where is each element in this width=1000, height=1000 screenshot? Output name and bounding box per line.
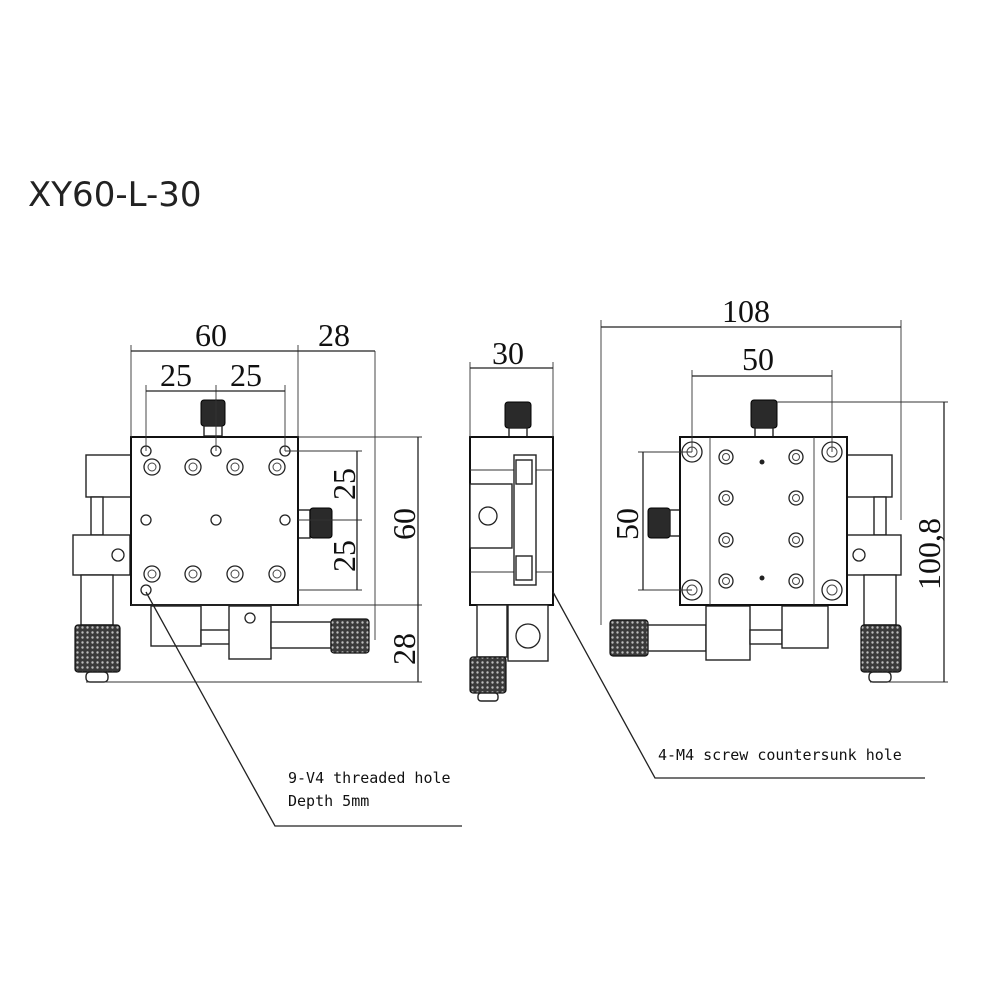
back-overall-height-dimension: 100,8 [911, 518, 947, 590]
back-left-micrometer-sleeve [647, 624, 707, 652]
bottom-spindle-stem [200, 629, 232, 645]
threaded-hole-note-line2: Depth 5mm [288, 792, 369, 810]
left-micrometer-lock-screw [111, 548, 125, 562]
side-micrometer-end-cap [477, 692, 499, 702]
top-lock-knob [200, 399, 226, 427]
bottom-micrometer-thimble [330, 618, 370, 654]
back-right-micrometer-end-cap [868, 671, 892, 683]
side-thickness-dimension: 30 [492, 335, 524, 371]
threaded-hole-leader [145, 591, 462, 827]
bottom-micrometer-sleeve [270, 621, 332, 649]
back-right-micrometer-sleeve [863, 574, 897, 626]
countersunk-hole-note: 4-M4 screw countersunk hole [658, 746, 902, 764]
side-rail-clamp-upper [515, 459, 533, 485]
threaded-hole-note-line1: 9-V4 threaded hole [288, 769, 451, 787]
back-overall-width-dimension: 108 [722, 293, 770, 329]
front-width-dimension: 60 [195, 317, 227, 353]
left-micrometer-sleeve [80, 574, 114, 626]
back-side-lock-knob [647, 507, 671, 539]
side-knob-collar [508, 427, 528, 438]
back-view: 108 50 50 100,8 [600, 293, 948, 683]
top-knob-collar [203, 425, 223, 437]
side-lower-port [515, 623, 541, 649]
back-side-knob-collar [669, 509, 681, 537]
back-top-knob-collar [754, 427, 774, 438]
countersunk-hole-leader [552, 591, 925, 779]
front-hole-left-dimension: 25 [160, 357, 192, 393]
back-left-mount-block [781, 605, 829, 649]
front-hole-right-dimension: 25 [230, 357, 262, 393]
drawing-title: XY60-L-30 [28, 175, 201, 215]
side-rail-block [513, 454, 537, 586]
back-right-micrometer-thimble [860, 624, 902, 673]
back-hole-span-dimension: 50 [742, 341, 774, 377]
mounting-hole [140, 514, 152, 526]
side-lower-stem [476, 604, 508, 658]
front-bottom-dimension: 28 [386, 633, 422, 665]
front-dimension-lines [86, 345, 422, 683]
back-top-lock-knob [750, 399, 778, 429]
bottom-mount-block [150, 605, 202, 647]
back-hole-vertical-dimension: 50 [609, 508, 645, 540]
back-left-micrometer-thimble [609, 619, 649, 657]
front-hole-upper-dimension: 25 [326, 468, 362, 500]
front-offset-dimension: 28 [318, 317, 350, 353]
back-right-lock-screw [852, 548, 866, 562]
left-micrometer-thimble [74, 624, 121, 673]
left-mount-bracket [85, 454, 133, 498]
side-top-lock-knob [504, 401, 532, 429]
mounting-hole [210, 514, 222, 526]
front-hole-lower-dimension: 25 [326, 540, 362, 572]
counterbored-holes [143, 458, 286, 583]
left-micrometer-end-cap [85, 671, 109, 683]
left-spindle-stem [90, 496, 104, 536]
mounting-hole [279, 514, 291, 526]
front-height-dimension: 60 [386, 508, 422, 540]
front-view: 60 28 25 25 60 25 25 28 [72, 317, 462, 827]
bottom-micrometer-lock-screw [244, 612, 256, 624]
side-micrometer-thimble [469, 656, 507, 694]
side-view: 30 [469, 335, 925, 779]
right-knob-collar [297, 509, 311, 539]
base-plate-holes [718, 449, 804, 589]
side-lock-screw [478, 506, 498, 526]
side-dimension-lines [469, 362, 554, 437]
mounting-hole [140, 584, 152, 596]
back-dimension-lines [600, 320, 948, 683]
side-rail-clamp-lower [515, 555, 533, 581]
back-left-micrometer-body [705, 605, 751, 661]
back-right-spindle-stem [873, 496, 887, 536]
back-left-spindle-stem [749, 629, 783, 645]
right-lock-knob [309, 507, 333, 539]
back-right-mount-bracket [845, 454, 893, 498]
